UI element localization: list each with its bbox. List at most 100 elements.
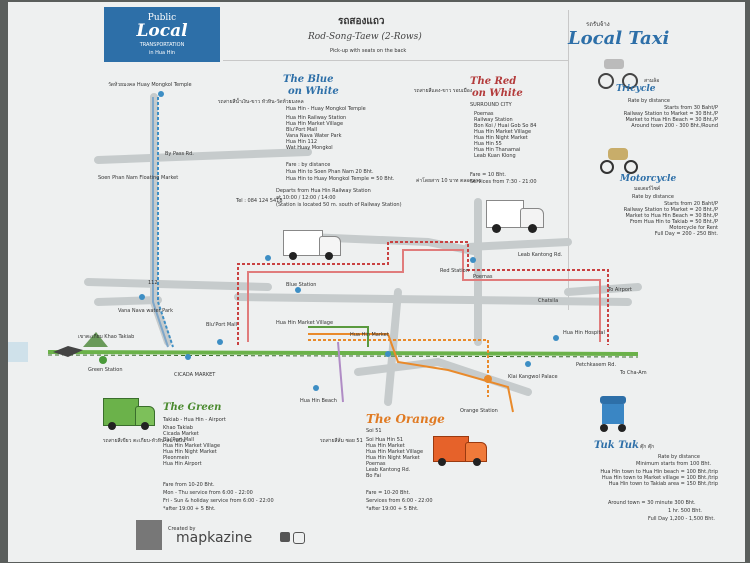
pin-temple xyxy=(158,91,164,97)
label-chatsila: Chatsila xyxy=(538,298,559,304)
label-temple: วัดห้วยมงคล Huay Mongkol Temple xyxy=(108,82,192,88)
label-poemas: Poemas xyxy=(473,274,493,280)
list-item: Cicada Market xyxy=(163,431,199,437)
pin-red-st xyxy=(470,257,476,263)
rod-song-sub: Pick-up with seats on the back xyxy=(330,48,407,54)
red-services: Services from 7:30 - 21:00 xyxy=(470,179,537,185)
blue-note: (Station is located 50 m. south of Railw… xyxy=(276,202,402,208)
label-orange-st: Orange Station xyxy=(460,408,498,414)
header-line3: TRANSPORTATION xyxy=(139,42,185,48)
green-s3: *after 19:00 + 5 Bht. xyxy=(163,506,216,512)
tricycle-thai: สามล้อ xyxy=(644,78,660,84)
tuktuk-rate: Rate by distance xyxy=(658,454,700,460)
blue-fare2: Hua Hin to Huay Mongkol Temple = 50 Bht. xyxy=(286,176,395,182)
list-item: Hua Hin Night Market xyxy=(474,135,528,141)
label-petchkasem: Petchkasem Rd. xyxy=(576,362,617,368)
road-east xyxy=(464,238,572,251)
pin-klai xyxy=(525,361,531,367)
list-item: Market to Hua Hin Beach = 30 Bht./P xyxy=(625,117,718,123)
green-sub: Takiab - Hua Hin - Airport xyxy=(163,417,226,423)
local-taxi-thai: รถรับจ้าง xyxy=(586,21,610,28)
tuktuk-thai: ตุ๊ก ตุ๊ก xyxy=(640,444,655,450)
orange-note: *after 19:00 + 5 Bht. xyxy=(366,506,419,512)
label-hh-market: Hua Hin Market xyxy=(350,332,389,338)
tuktuk-hr: 1 hr. 500 Bht. xyxy=(668,508,702,514)
label-red-st: Red Station xyxy=(440,268,469,274)
label-cha-am: To Cha-Am xyxy=(620,370,647,376)
blue-times: at 10:00 / 12:00 / 14:00 xyxy=(276,195,336,201)
header-line2: Local xyxy=(136,21,188,41)
list-item: Hua Hin town to Market village = 100 Bht… xyxy=(601,475,718,481)
list-item: Hua Hin Market xyxy=(366,443,405,449)
list-item: From Hua Hin to Takiab = 50 Bht./P xyxy=(629,219,718,225)
orange-sub: Soi 51 xyxy=(366,428,382,434)
moto-title: Motorcycle xyxy=(620,174,677,184)
list-item: Vana Nava Water Park xyxy=(286,133,342,139)
orange-thai: รถสายสีส้ม ซอย 51 xyxy=(320,438,363,444)
divider xyxy=(568,10,569,310)
red-thai-fare: ค่าโดยสาร 10 บาท ตลอดสาย xyxy=(416,178,482,184)
label-leab: Leab Kantong Rd. xyxy=(518,252,563,258)
red-thai-head: รถสายสีแดง-ขาว รอบเมือง xyxy=(414,88,473,94)
red-sub: SURROUND CITY xyxy=(470,102,512,108)
road-main2 xyxy=(234,293,632,306)
blue-fare-label: Fare : by distance xyxy=(286,162,331,168)
map-poster: Public Local TRANSPORTATION in Hua Hin ร… xyxy=(8,2,745,562)
rod-song-thai: รถสองแถว xyxy=(338,16,385,27)
blue-fare1: Hua Hin to Soen Phan Nam 20 Bht. xyxy=(286,169,374,175)
hill-icon xyxy=(83,332,108,347)
tuktuk-lines: Hua Hin town to Hua Hin beach = 100 Bht.… xyxy=(568,469,718,487)
green-thai: รถสายสีเขียว ตะเกียบ-หัวหิน-สนามบิน xyxy=(103,438,186,444)
list-item: Hua Hin Market Village xyxy=(366,449,424,455)
list-item: Poemas xyxy=(474,111,494,117)
logo-icon xyxy=(136,520,162,550)
red-fare: Fare = 10 Bht. xyxy=(470,172,506,178)
label-khao: เขาตะเกียบ Khao Takiab xyxy=(78,334,135,340)
label-soen: Soen Phan Nam Floating Market xyxy=(98,175,179,181)
label-hospital: Hua Hin Hospital xyxy=(563,330,605,336)
blue-title1: The Blue xyxy=(283,74,334,85)
moto-thai: มอเตอร์ไซค์ xyxy=(634,186,661,192)
list-item: Railway Station xyxy=(474,117,513,123)
blue-route-edge xyxy=(152,97,169,348)
footer-brand: mapkazine xyxy=(176,530,253,546)
list-item: Starts from 20 Baht/P xyxy=(664,201,718,207)
pin-beach xyxy=(313,385,319,391)
road-airport xyxy=(564,283,642,296)
road-south xyxy=(354,357,532,396)
blue-thai-head: รถสายสีน้ำเงิน-ขาว หัวหิน-วัดห้วยมงคล xyxy=(218,99,304,105)
label-blue-st: Blue Station xyxy=(286,282,317,288)
label-cicada: CICADA MARKET xyxy=(174,372,216,378)
orange-title: The Orange xyxy=(366,412,445,426)
list-item: Hua Hin Night Market xyxy=(163,449,217,455)
list-item: Poemas xyxy=(366,461,386,467)
label-bypass: By Pass Rd. xyxy=(165,151,194,157)
blue-title2: on White xyxy=(288,86,339,97)
label-airport: To Airport xyxy=(608,287,632,293)
blue-departs: Departs from Hua Hin Railway Station xyxy=(276,188,371,194)
pin-cicada xyxy=(185,354,191,360)
footer-by: Created by xyxy=(168,526,196,532)
blue-songthaew-icon xyxy=(283,224,341,262)
instagram-icon xyxy=(293,532,305,544)
tricycle-rate: Rate by distance xyxy=(628,98,670,104)
local-taxi-title: Local Taxi xyxy=(568,28,670,49)
label-bluport: Blu'Port Mall xyxy=(206,322,238,328)
list-item: Blu'Port Mall xyxy=(163,437,195,443)
green-s2: Fri - Sun & holiday service from 6:00 - … xyxy=(163,498,274,504)
list-item: Hua Hin Market Village xyxy=(474,129,532,135)
tricycle-icon xyxy=(598,57,638,89)
green-inner xyxy=(308,326,369,347)
tuktuk-icon xyxy=(598,394,628,434)
sea xyxy=(8,342,28,362)
road-bypass xyxy=(94,148,312,164)
pin-blue-st xyxy=(295,287,301,293)
tuktuk-full: Full Day 1,200 - 1,500 Bht. xyxy=(648,516,715,522)
list-item: Bo Fai xyxy=(366,473,381,479)
pin-green-st xyxy=(99,356,107,364)
red-route xyxy=(237,241,609,345)
